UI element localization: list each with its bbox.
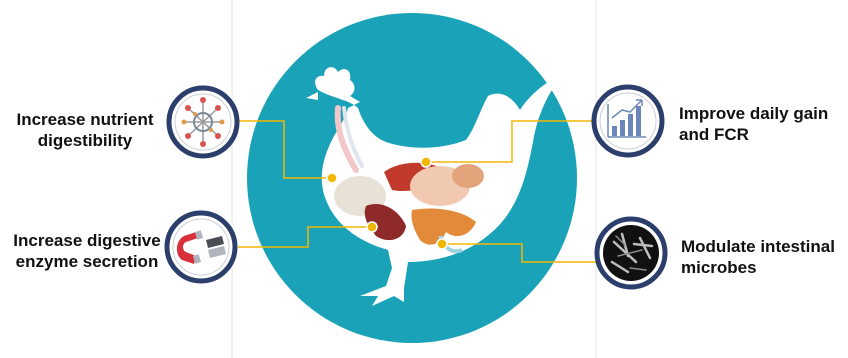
label-increase-nutrient-digestibility: Increase nutrient digestibility [10,109,160,151]
proventriculus [452,164,484,188]
label-line: microbes [681,257,846,278]
label-line: Increase digestive [6,230,168,251]
label-line: enzyme secretion [6,251,168,272]
label-modulate-intestinal-microbes: Modulate intestinal microbes [681,236,846,278]
dot-microbes [437,239,447,249]
dot-nutrient [327,173,337,183]
label-increase-digestive-enzyme-secretion: Increase digestive enzyme secretion [6,230,168,272]
dot-enzyme [367,222,377,232]
label-improve-daily-gain-fcr: Improve daily gain and FCR [679,103,839,145]
label-line: and FCR [679,124,839,145]
microbe-micrograph-icon [597,219,665,287]
molecule-lattice-icon [169,88,237,156]
dot-gain [421,157,431,167]
label-line: Modulate intestinal [681,236,846,257]
label-line: Increase nutrient [10,109,160,130]
bar-chart-growth-icon [594,87,662,155]
label-line: digestibility [10,130,160,151]
magnet-icon [167,213,235,281]
label-line: Improve daily gain [679,103,839,124]
